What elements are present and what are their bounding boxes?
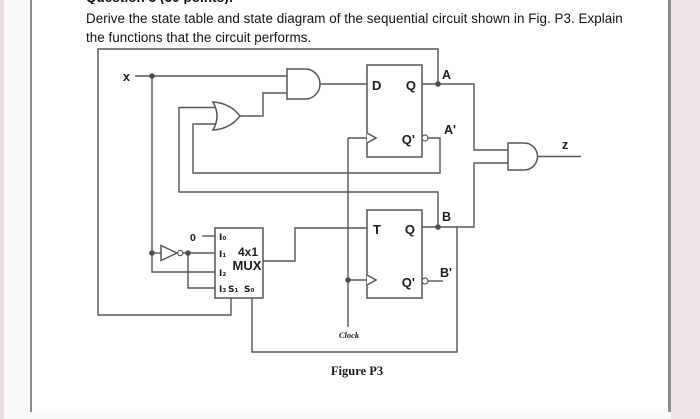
junction-not-in (149, 250, 155, 256)
mux-i0-label: I₀ (219, 233, 226, 243)
not-gate-bubble (177, 249, 184, 257)
label-b: B (442, 210, 451, 224)
mux-s0-label: S₀ (244, 285, 254, 295)
d-flipflop-clock-triangle (366, 132, 378, 144)
page-border-left (30, 0, 32, 412)
question-line-2: the functions that the circuit performs. (86, 29, 312, 45)
junction-not-out (185, 250, 191, 256)
junction-b (435, 224, 441, 230)
mux: 4x1 MUX I₀ I₁ I₂ I₃ S₁ S₀ (214, 227, 264, 299)
label-clock: Clock (339, 330, 360, 340)
t-flipflop-clock-triangle (366, 274, 378, 286)
wire-b-feedback-to-or (178, 106, 439, 227)
and-gate-z (507, 142, 539, 171)
junction-clock (345, 277, 351, 283)
junction-x (149, 73, 155, 79)
wire-aprime-feedback-to-or (192, 123, 441, 174)
page-background (32, 0, 668, 412)
wire-a-feedback-to-s1 (97, 48, 439, 316)
page-border-right (668, 0, 671, 412)
wires (97, 48, 581, 353)
junction-dots (149, 73, 441, 283)
wire-or-to-and (240, 92, 287, 117)
wire-x-to-mux-i2 (151, 76, 215, 273)
label-a: A (442, 68, 451, 82)
or-gate-shape (211, 101, 241, 131)
d-flipflop-body (366, 64, 423, 158)
question-text: Derive the state table and state diagram… (86, 10, 651, 47)
wire-a-to-zgate (422, 83, 508, 151)
mux-name-label: MUX (233, 258, 262, 273)
and-gate-top-shape (286, 68, 321, 100)
label-a-prime: A' (444, 123, 456, 137)
junction-a (435, 81, 441, 87)
wire-b-to-zgate (422, 162, 508, 228)
label-b-prime: B' (440, 266, 452, 280)
mux-s1-label: S₁ (228, 285, 238, 295)
t-flipflop: T Q Q' (366, 209, 429, 299)
clipped-heading-text: Question 3 (30 points): (86, 0, 386, 4)
mux-i1-label: I₁ (219, 250, 226, 260)
or-gate (211, 101, 241, 131)
mux-size-label: 4x1 (238, 245, 258, 259)
wire-not-to-mux-i3 (187, 253, 215, 289)
label-z: z (562, 138, 568, 152)
label-x: x (123, 70, 130, 84)
t-flipflop-q-label: Q (405, 222, 415, 237)
mux-i3-label: I₃ (219, 285, 226, 295)
figure-caption: Figure P3 (331, 364, 383, 378)
mux-body (214, 227, 264, 299)
right-margin-strip (671, 0, 700, 419)
t-flipflop-qprime-label: Q' (402, 275, 415, 290)
clipped-heading: Question 3 (30 points): (86, 0, 386, 4)
d-flipflop-qprime-label: Q' (402, 132, 415, 147)
d-flipflop-q-label: Q (406, 78, 416, 93)
not-gate-triangle (160, 244, 179, 262)
t-flipflop-t-label: T (373, 222, 381, 237)
t-flipflop-body (366, 209, 423, 299)
mux-i2-label: I₂ (219, 269, 226, 279)
t-flipflop-qprime-bubble (421, 277, 429, 285)
signal-labels: x 0 A A' B B' z Clock Figure P3 (123, 68, 568, 378)
and-gate-top (286, 68, 321, 100)
wire-mux-to-t (263, 227, 367, 262)
left-margin-strip (0, 0, 4, 419)
and-gate-z-shape (507, 142, 539, 171)
wire-b-feedback-to-s0 (251, 227, 458, 353)
question-line-1: Derive the state table and state diagram… (86, 11, 623, 26)
d-flipflop-qprime-bubble (421, 134, 429, 142)
d-flipflop-d-label: D (372, 78, 381, 93)
not-gate (160, 244, 184, 262)
d-flipflop: D Q Q' (366, 64, 429, 158)
label-zero: 0 (190, 232, 196, 244)
